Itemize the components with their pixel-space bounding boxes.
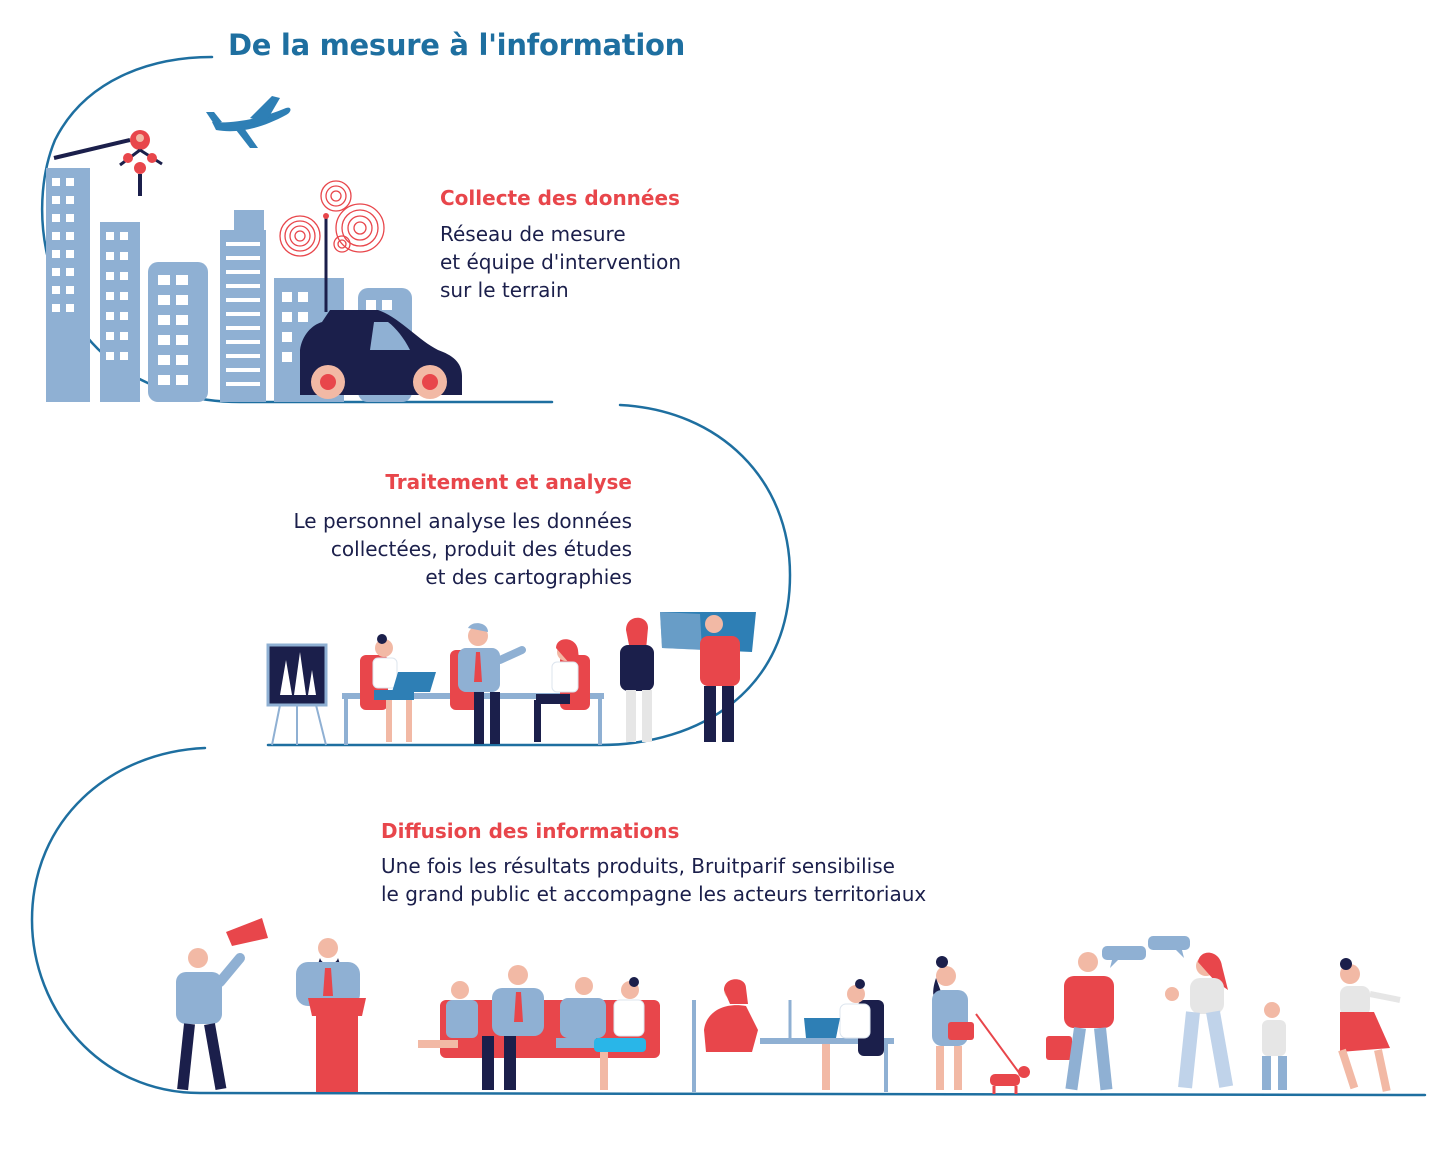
- sound-waves: [279, 180, 385, 257]
- dog-icon: [990, 1066, 1030, 1094]
- step-traitement-heading: Traitement et analyse: [385, 470, 632, 494]
- map-viewing-couple: [620, 612, 756, 742]
- analyst-woman-seated: [534, 639, 580, 742]
- airplane-icon: [206, 96, 291, 148]
- speech-bubbles: [1102, 936, 1190, 968]
- woman-and-child: [1165, 952, 1287, 1090]
- man-with-megaphone: [176, 948, 245, 1091]
- step-diffusion-description: Une fois les résultats produits, Bruitpa…: [381, 852, 926, 908]
- desk-workers: [692, 979, 894, 1092]
- step-collecte-line: Réseau de mesure: [440, 222, 626, 246]
- megaphone-icon: [226, 918, 268, 946]
- step-diffusion-line: Une fois les résultats produits, Bruitpa…: [381, 854, 895, 878]
- step-collecte-line: et équipe d'intervention: [440, 250, 682, 274]
- step-traitement-line: Le personnel analyse les données: [293, 509, 632, 533]
- man-with-bag: [1046, 952, 1114, 1091]
- step-collecte-description: Réseau de mesure et équipe d'interventio…: [440, 220, 681, 304]
- step-collecte-heading: Collecte des données: [440, 186, 680, 210]
- step-diffusion-line: le grand public et accompagne les acteur…: [381, 882, 927, 906]
- antenna-icon: [323, 213, 329, 312]
- measurement-car-icon: [300, 310, 462, 399]
- step-collecte-line: sur le terrain: [440, 278, 569, 302]
- analyst-man-presenting: [458, 623, 526, 744]
- chart-board-icon: [266, 643, 328, 746]
- audience-group: [418, 965, 660, 1090]
- podium-icon: [308, 998, 366, 1092]
- analyst-woman-laptop: [372, 634, 436, 742]
- building-windows: [52, 178, 392, 386]
- step-traitement-line: et des cartographies: [425, 565, 632, 589]
- woman-running: [1338, 958, 1401, 1092]
- step-diffusion-heading: Diffusion des informations: [381, 819, 680, 843]
- woman-walking-dog: [932, 956, 1021, 1090]
- step-traitement-line: collectées, produit des études: [330, 537, 632, 561]
- page-title: De la mesure à l'information: [228, 28, 685, 62]
- drone-icon: [53, 130, 163, 196]
- speaker-at-podium: [296, 938, 360, 1006]
- step-traitement-description: Le personnel analyse les données collect…: [230, 507, 632, 591]
